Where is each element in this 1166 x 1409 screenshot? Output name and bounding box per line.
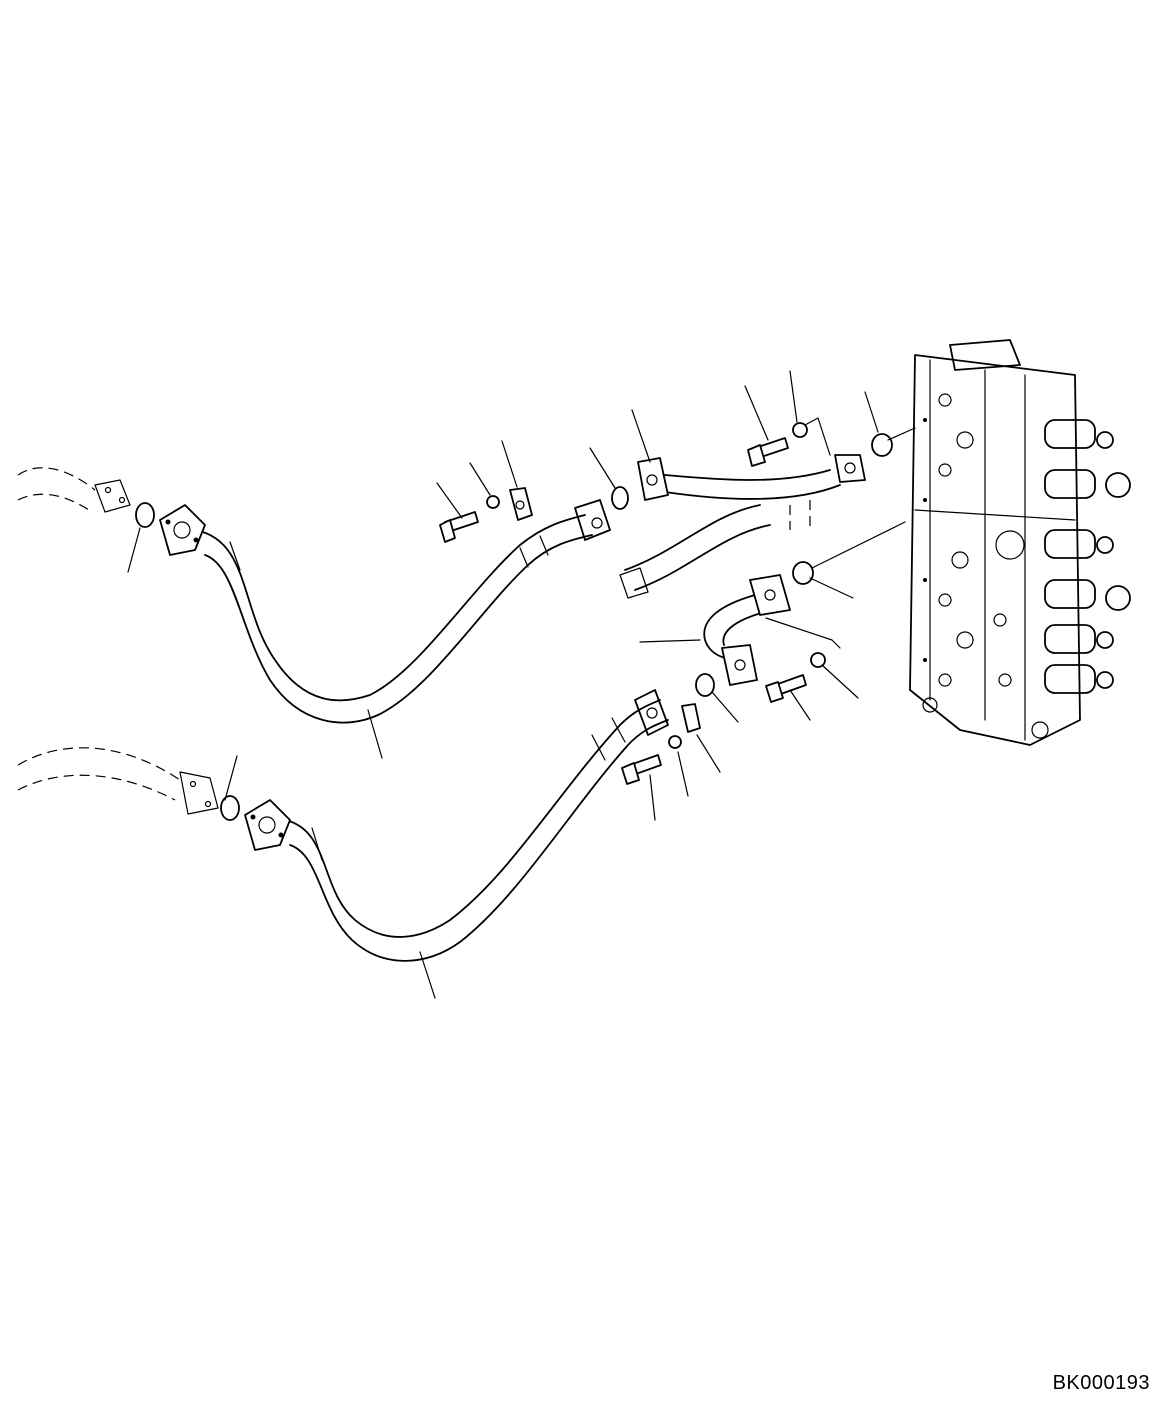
washer-lower: [668, 735, 682, 749]
tube-upper: [664, 469, 841, 530]
o-ring-lower-right: [792, 561, 814, 585]
clamp-lower: [681, 703, 701, 733]
flange-tube-lower-top: [749, 574, 791, 616]
bolt-lower-right: [765, 674, 807, 703]
flange-lower-left: [244, 799, 291, 851]
fitting-lower-right: [634, 689, 669, 736]
ghost-hose-middle: [619, 504, 771, 599]
washer-upper-right: [792, 422, 808, 438]
flange-upper-left: [159, 504, 206, 556]
o-ring-left-lower: [220, 795, 240, 821]
clamp-upper: [509, 487, 533, 521]
washer-lower-right: [810, 652, 826, 668]
control-valve-block: [909, 339, 1131, 746]
hose-upper: [194, 514, 593, 724]
leader-lines: [127, 370, 916, 999]
o-ring-upper-right: [871, 433, 893, 457]
o-ring-upper-middle: [611, 486, 629, 510]
washer-upper: [486, 495, 500, 509]
flange-tube-upper-left: [637, 457, 669, 501]
o-ring-lower-middle: [695, 673, 715, 697]
flange-tube-upper-right: [834, 454, 866, 483]
bolt-lower: [621, 754, 662, 785]
ghost-pipe-lower: [17, 747, 219, 815]
bolt-upper-right: [747, 437, 789, 467]
flange-tube-lower-bottom: [721, 644, 758, 686]
valve-spools: [1044, 419, 1131, 694]
ghost-pipe-upper: [17, 467, 131, 513]
fitting-upper-right: [574, 499, 611, 541]
bolt-upper: [439, 511, 479, 543]
drawing-id-label: BK000193: [1052, 1372, 1150, 1394]
hose-lower: [284, 699, 669, 962]
o-ring-left-upper: [135, 502, 155, 528]
valve-ports: [922, 393, 1049, 739]
